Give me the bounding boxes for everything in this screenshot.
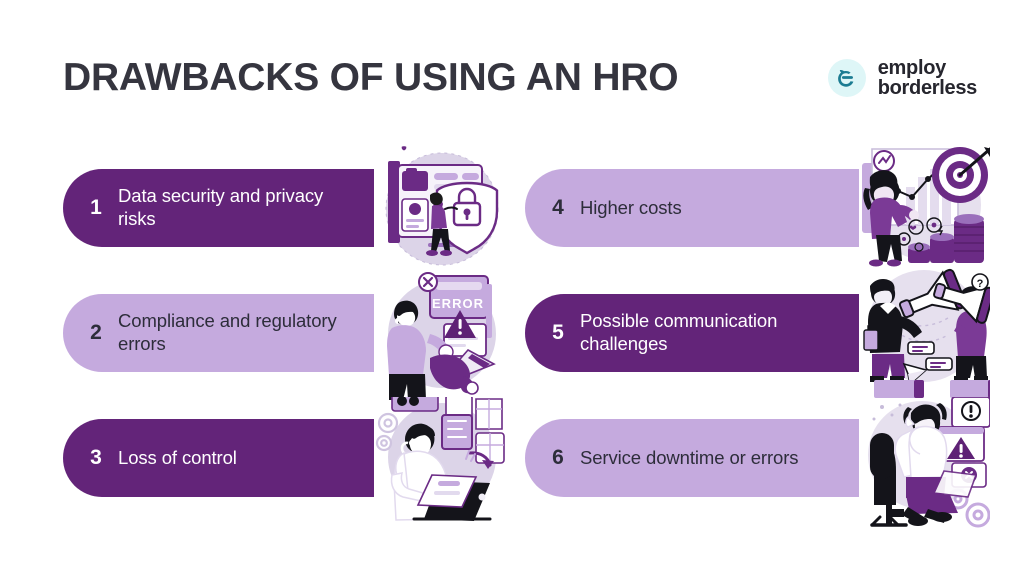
communication-megaphones-illustration: ? xyxy=(856,268,990,398)
item-label-1: Data security and privacy risks xyxy=(118,185,324,229)
loss-of-control-laptop-gears-illustration xyxy=(372,397,506,531)
item-label-4: Higher costs xyxy=(580,196,682,218)
item-bar-4[interactable]: 4 Higher costs xyxy=(525,169,859,247)
illustration-error-text: ERROR xyxy=(432,296,484,311)
item-bar-2[interactable]: 2 Compliance and regulatory errors xyxy=(63,294,374,372)
compliance-error-screen-illustration: ERROR xyxy=(372,272,506,406)
higher-costs-target-coins-chart-illustration xyxy=(856,143,990,273)
item-number-2: 2 xyxy=(90,321,102,344)
item-label-5: Possible communication challenges xyxy=(580,310,778,354)
logo-line-1: employ xyxy=(877,57,947,79)
item-bar-6[interactable]: 6 Service downtime or errors xyxy=(525,419,859,497)
list-item-5[interactable]: 5 Possible communication challenges xyxy=(525,268,990,398)
list-item-4[interactable]: 4 Higher costs xyxy=(525,147,990,267)
employ-e-icon xyxy=(827,58,867,98)
data-security-shield-lock-illustration xyxy=(372,143,506,273)
item-label-6: Service downtime or errors xyxy=(580,446,799,468)
item-bar-1[interactable]: 1 Data security and privacy risks xyxy=(63,169,374,247)
logo-wordmark: employ borderless xyxy=(877,57,978,100)
list-item-2[interactable]: 2 Compliance and regulatory errors ERROR xyxy=(63,272,500,400)
brand-logo: employ borderless xyxy=(827,58,977,99)
item-label-2: Compliance and regulatory errors xyxy=(118,310,337,354)
list-item-1[interactable]: 1 Data security and privacy risks xyxy=(63,146,500,266)
logo-line-2: borderless xyxy=(877,77,978,100)
item-bar-5[interactable]: 5 Possible communication challenges xyxy=(525,294,859,372)
item-number-3: 3 xyxy=(90,446,102,469)
list-item-6[interactable]: 6 Service downtime or errors xyxy=(525,397,990,528)
item-number-6: 6 xyxy=(552,446,564,469)
service-downtime-warning-illustration xyxy=(856,397,990,531)
svg-text:?: ? xyxy=(977,278,984,290)
item-number-4: 4 xyxy=(552,196,564,219)
item-bar-3[interactable]: 3 Loss of control xyxy=(63,419,374,497)
item-label-3: Loss of control xyxy=(118,446,237,468)
page-title: DRAWBACKS OF USING AN HRO xyxy=(63,56,679,99)
item-number-5: 5 xyxy=(552,321,564,344)
list-item-3[interactable]: 3 Loss of control xyxy=(63,397,505,521)
item-number-1: 1 xyxy=(90,196,102,219)
